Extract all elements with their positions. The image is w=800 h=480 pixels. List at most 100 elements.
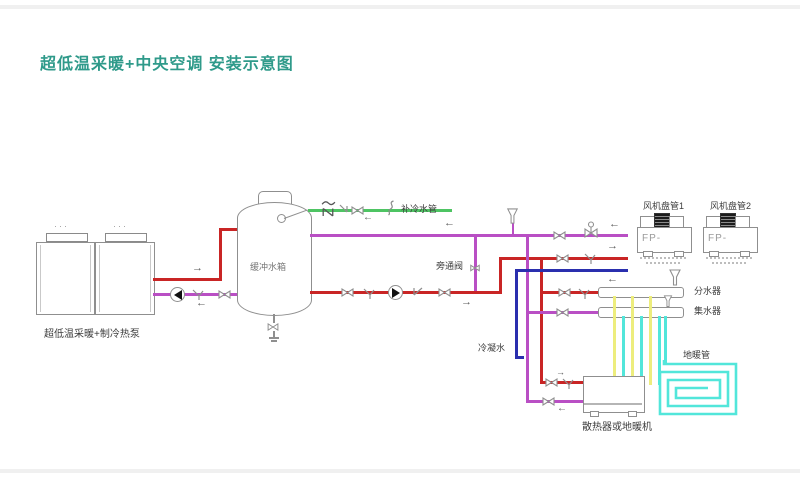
fcu-model-text: FP- [642, 233, 662, 244]
air-vent-funnel-icon [663, 295, 673, 307]
bypass-valve-label: 旁通阀 [436, 261, 464, 271]
flow-arrow-left-icon: ← [196, 297, 207, 309]
strainer-icon [562, 378, 574, 389]
pipe-bypass [474, 234, 477, 294]
strainer-icon [578, 288, 590, 299]
pipe-condensate-drop [515, 269, 518, 359]
pipe-to-radiator [540, 381, 585, 384]
floor-loop-return [622, 316, 625, 385]
floor-loop-return [640, 316, 643, 385]
condensate-label: 冷凝水 [478, 343, 506, 353]
floor-loop-supply [631, 296, 634, 385]
drain-valve-icon [267, 322, 279, 332]
floor-loop-supply [613, 296, 616, 385]
tank-inlet-port [277, 214, 286, 223]
pump-icon [388, 285, 403, 300]
pipe-hp-supply-to-tank [219, 228, 237, 231]
fan-airflow-marks: ··· [113, 221, 128, 231]
gate-valve-icon [341, 287, 354, 298]
pump-direction-left [173, 289, 182, 300]
pipe-hp-supply [153, 278, 221, 281]
flow-arrow-right-icon: → [556, 367, 565, 377]
air-vent-funnel-icon [506, 208, 519, 224]
drain-stub [273, 331, 275, 337]
pipe-supply-main [310, 291, 502, 294]
flow-arrow-right-icon: → [607, 240, 618, 252]
fcu-foot [643, 251, 653, 257]
flow-arrow-left-icon: ← [609, 218, 620, 230]
fcu-airflow-dots [712, 262, 746, 264]
bottom-divider [0, 469, 800, 473]
heat-pump-panel [40, 245, 91, 312]
pump-direction-right [391, 287, 400, 298]
drain-mark [269, 337, 279, 339]
radiator-foot [590, 411, 599, 417]
buffer-tank [237, 202, 312, 316]
fcu-foot [674, 251, 684, 257]
heat-pump-panel [99, 245, 151, 312]
flow-arrow-right-icon: → [192, 262, 203, 274]
makeup-pipe-label: 补冷水管 [401, 204, 438, 214]
fan-icon [46, 233, 88, 242]
check-valve-icon [413, 287, 423, 296]
gate-valve-icon [218, 289, 231, 300]
radiator-unit [583, 376, 645, 413]
fan-airflow-marks: ··· [54, 221, 69, 231]
bypass-valve-icon [470, 264, 480, 272]
strainer-icon [192, 289, 204, 300]
pump-icon [170, 287, 185, 302]
fan-coil-unit-2: FP- [703, 227, 758, 253]
floor-coil-feed [664, 316, 667, 364]
collector-label: 集水器 [694, 306, 722, 316]
heat-pump-label: 超低温采暖+制冷热泵 [44, 329, 140, 340]
fcu-airflow-dots [640, 257, 686, 259]
pipe-return-main [310, 234, 628, 237]
gate-valve-icon [542, 396, 555, 407]
fcu-airflow-dots [706, 257, 752, 259]
flow-arrow-left-icon: ← [557, 403, 567, 414]
floor-loop-return [658, 316, 661, 385]
pipe-condensate [515, 269, 628, 272]
pipe-supply-riser [499, 257, 502, 294]
tank-label: 缓冲水箱 [250, 262, 287, 272]
gate-valve-icon [351, 205, 364, 216]
heat-pump-unit-2 [95, 242, 155, 315]
pipe-hp-supply-riser [219, 228, 222, 281]
gate-valve-icon [553, 230, 566, 241]
radiator-foot [628, 411, 637, 417]
pressure-reducing-valve-icon [321, 201, 336, 217]
heat-pump-unit-1 [36, 242, 95, 315]
pipe-makeup-water [308, 209, 452, 212]
fcu1-label: 风机盘管1 [643, 201, 685, 211]
pipe-radiator-return [526, 400, 585, 403]
distributor-label: 分水器 [694, 286, 722, 296]
flex-connector-icon [388, 200, 394, 216]
fcu-model-text: FP- [708, 233, 728, 244]
floor-heating-coil [658, 360, 738, 416]
gate-valve-icon [558, 287, 571, 298]
gate-valve-icon [556, 307, 569, 318]
fcu-airflow-dots [646, 262, 680, 264]
flow-arrow-left-icon: ← [444, 217, 455, 229]
drain-mark [271, 340, 277, 342]
fcu-foot [740, 251, 750, 257]
check-valve-icon [339, 204, 348, 213]
pipe-hp-return [153, 293, 237, 296]
pipe-return-drop [526, 234, 529, 403]
motorized-valve-icon [584, 221, 598, 239]
flow-arrow-left-icon: ← [363, 212, 373, 223]
flow-arrow-right-icon: → [461, 296, 472, 308]
radiator-label: 散热器或地暖机 [582, 422, 652, 433]
floor-loop-supply [649, 296, 652, 385]
floor-pipe-label: 地暖管 [683, 350, 711, 360]
pipe-supply-trunk [540, 257, 543, 384]
fan-coil-unit-1: FP- [637, 227, 692, 253]
gate-valve-icon [556, 253, 569, 264]
fcu2-label: 风机盘管2 [710, 201, 752, 211]
flow-arrow-left-icon: ← [607, 273, 618, 285]
strainer-icon [584, 253, 596, 264]
fcu-foot [709, 251, 719, 257]
page-title: 超低温采暖+中央空调 安装示意图 [40, 56, 294, 73]
radiator-base-line [584, 403, 642, 405]
distributor-manifold [598, 287, 684, 298]
